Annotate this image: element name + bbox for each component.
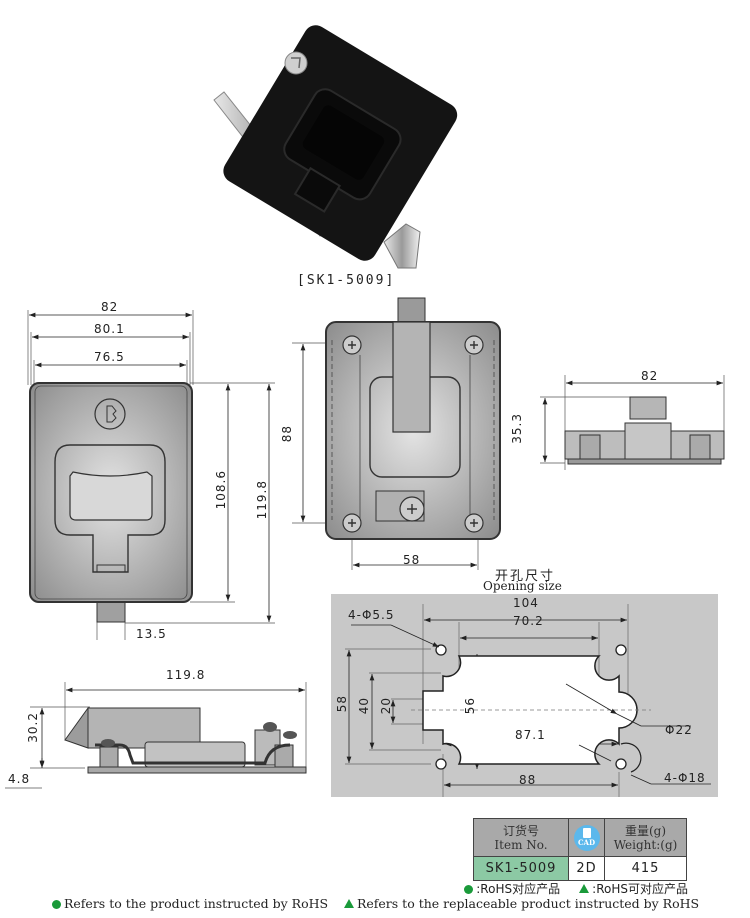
dim-104: 104 bbox=[513, 596, 539, 610]
table-row: SK1-5009 2D 415 bbox=[473, 856, 687, 881]
cad-cell[interactable]: 2D bbox=[568, 856, 605, 881]
dim-4-phi-18: 4-Φ18 bbox=[664, 771, 706, 785]
dim-30-2: 30.2 bbox=[26, 712, 40, 743]
dim-76-5: 76.5 bbox=[94, 350, 125, 364]
product-photo bbox=[213, 25, 458, 269]
spec-table: 订货号 Item No. CAD 重量(g) Weight:(g) SK1-50… bbox=[473, 818, 687, 881]
dim-88-opening: 88 bbox=[519, 773, 537, 787]
dim-70-2: 70.2 bbox=[513, 614, 544, 628]
dim-119-8-side: 119.8 bbox=[166, 668, 206, 682]
header-item-en: Item No. bbox=[494, 837, 548, 852]
dim-82-front: 82 bbox=[101, 300, 119, 314]
green-triangle-icon bbox=[579, 884, 590, 893]
opening-title-en: Opening size bbox=[483, 579, 562, 593]
opening-cutout-drawing bbox=[345, 604, 711, 797]
header-weight-cn: 重量(g) bbox=[624, 823, 667, 838]
legend-en-dot-text: Refers to the product instructed by RoHS bbox=[64, 896, 329, 911]
long-side-view-drawing bbox=[5, 682, 307, 789]
weight-cell: 415 bbox=[604, 856, 687, 881]
dim-4-8: 4.8 bbox=[8, 772, 31, 786]
legend-en: Refers to the product instructed by RoHS… bbox=[52, 896, 699, 911]
dim-119-8-vertical: 119.8 bbox=[255, 480, 269, 520]
dim-58-opening: 58 bbox=[335, 695, 349, 713]
header-item-cn: 订货号 bbox=[502, 823, 539, 838]
dim-13-5: 13.5 bbox=[136, 627, 167, 641]
legend-cn-dot-text: :RoHS对应产品 bbox=[476, 882, 561, 896]
green-triangle-icon bbox=[343, 899, 354, 908]
legend-cn-tri-text: :RoHS可对应产品 bbox=[592, 882, 688, 896]
model-caption: [SK1-5009] bbox=[297, 273, 396, 288]
dim-88-rear: 88 bbox=[280, 425, 294, 443]
dim-40: 40 bbox=[357, 697, 371, 715]
dim-108-6: 108.6 bbox=[214, 470, 228, 510]
header-weight-en: Weight:(g) bbox=[613, 837, 678, 852]
dim-58-rear: 58 bbox=[403, 553, 421, 567]
header-weight: 重量(g) Weight:(g) bbox=[604, 818, 687, 857]
opening-title-cn: 开孔尺寸 bbox=[495, 569, 556, 584]
legend-en-tri-text: Refers to the replaceable product instru… bbox=[356, 896, 700, 911]
header-item-no: 订货号 Item No. bbox=[473, 818, 569, 857]
dim-phi-22: Φ22 bbox=[665, 723, 693, 737]
dim-20: 20 bbox=[379, 697, 393, 715]
short-side-view-drawing bbox=[540, 375, 725, 470]
front-view-drawing bbox=[27, 310, 275, 640]
header-cad: CAD bbox=[568, 818, 605, 857]
dim-56: 56 bbox=[463, 697, 477, 715]
rear-view-drawing bbox=[292, 297, 501, 570]
legend-cn: :RoHS对应产品 :RoHS可对应产品 bbox=[464, 880, 688, 897]
green-dot-icon bbox=[464, 885, 474, 894]
dim-82-side: 82 bbox=[641, 369, 659, 383]
dim-87-1: 87.1 bbox=[515, 728, 546, 742]
item-no-cell: SK1-5009 bbox=[473, 856, 569, 881]
cad-icon: CAD bbox=[573, 824, 600, 851]
dim-80-1: 80.1 bbox=[94, 322, 125, 336]
dim-line-35-3 bbox=[542, 398, 548, 462]
dim-4-phi-5-5: 4-Φ5.5 bbox=[348, 608, 395, 622]
dim-35-3: 35.3 bbox=[510, 413, 524, 444]
green-dot-icon bbox=[52, 900, 61, 909]
